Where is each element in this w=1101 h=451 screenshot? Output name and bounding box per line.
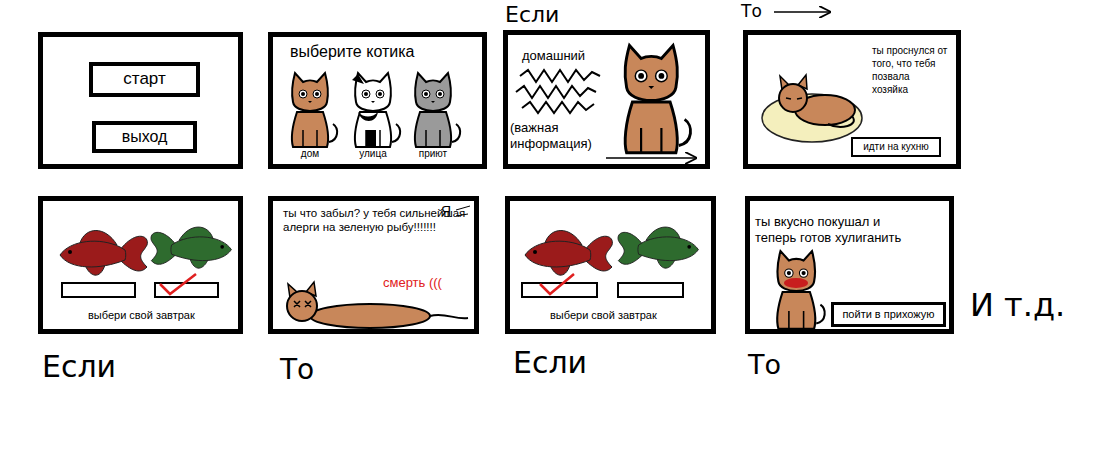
button-label: идти на кухню (863, 141, 929, 153)
cat-option-label: улица (348, 148, 398, 160)
cat-head (287, 291, 317, 321)
cat-option-label: дом (285, 148, 335, 160)
cat-choice-screen: выберите котика дом улица приют (268, 32, 487, 169)
street-cat (355, 73, 400, 147)
story-text: ты вкусно покушал и теперь готов хулиган… (755, 214, 925, 245)
info-screen: домашний (важная информация) (503, 30, 710, 169)
handwritten-note: То (741, 2, 762, 21)
handwritten-note: То (748, 350, 781, 380)
choice-bar (62, 283, 135, 297)
button-label: пойти в прихожую (842, 308, 934, 321)
action-button: идти на кухню (851, 137, 941, 157)
breakfast-screen: выбери свой завтрак (505, 196, 716, 334)
result-screen: ты вкусно покушал и теперь готов хулиган… (745, 196, 954, 334)
handwritten-note: Если (505, 3, 559, 27)
button-label: старт (123, 69, 165, 89)
breakfast-choice (522, 227, 698, 297)
info-note: (важная информация) (510, 120, 606, 151)
cat-tail (828, 116, 854, 127)
shelter-cat (415, 73, 460, 147)
cat-mouth (784, 278, 808, 288)
story-screen: ты проснулся от того, что тебя позвала х… (743, 30, 961, 169)
pointer-arrow (774, 11, 830, 13)
button-label: выход (122, 127, 168, 146)
cat-type: домашний (522, 48, 612, 64)
death-text: смерть ((( (383, 275, 468, 291)
signature: Я (441, 203, 457, 220)
scribble-text (516, 70, 600, 113)
scribble-line (522, 102, 594, 113)
breakfast-screen: выбери свой завтрак (38, 196, 243, 334)
story-text: ты проснулся от того, что тебя позвала х… (872, 44, 948, 96)
green-fish (618, 227, 698, 268)
start-button: старт (89, 62, 200, 97)
fed-cat (777, 251, 824, 329)
action-button: пойти в прихожую (831, 302, 946, 327)
green-fish (151, 227, 231, 268)
red-fish (525, 231, 612, 276)
cat-choices (292, 73, 460, 147)
home-cat-large (625, 45, 690, 152)
cat-head (779, 84, 807, 112)
handwritten-note: То (280, 355, 314, 386)
cat-bed (762, 94, 862, 142)
cat-body (310, 304, 430, 328)
handwritten-note: Если (42, 350, 116, 383)
sleeping-cat (762, 75, 862, 142)
cross-eyes (294, 301, 311, 307)
scribble-line (516, 86, 596, 98)
red-fish (60, 231, 147, 276)
cat-patch (352, 74, 378, 146)
choice-prompt: выбери свой завтрак (550, 309, 700, 322)
start-screen: старт выход (38, 32, 243, 169)
home-cat (292, 73, 337, 147)
exit-button: выход (92, 121, 197, 153)
cat-option-label: приют (408, 148, 458, 160)
closed-eyes (786, 98, 802, 99)
check-mark (540, 274, 574, 294)
next-arrow (606, 157, 696, 159)
choice-prompt: выбери свой завтрак (88, 309, 236, 322)
handwritten-note: Если (513, 346, 587, 379)
death-screen: ты что забыл? у тебя сильнейшая алерги н… (268, 196, 479, 334)
choice-bar (618, 283, 683, 297)
handwritten-note: И т.д. (970, 288, 1065, 323)
check-mark (160, 274, 196, 294)
breakfast-choice (60, 227, 231, 297)
cat-tail (430, 315, 468, 318)
scribble-line (520, 70, 600, 82)
screen-title: выберите котика (290, 42, 480, 61)
